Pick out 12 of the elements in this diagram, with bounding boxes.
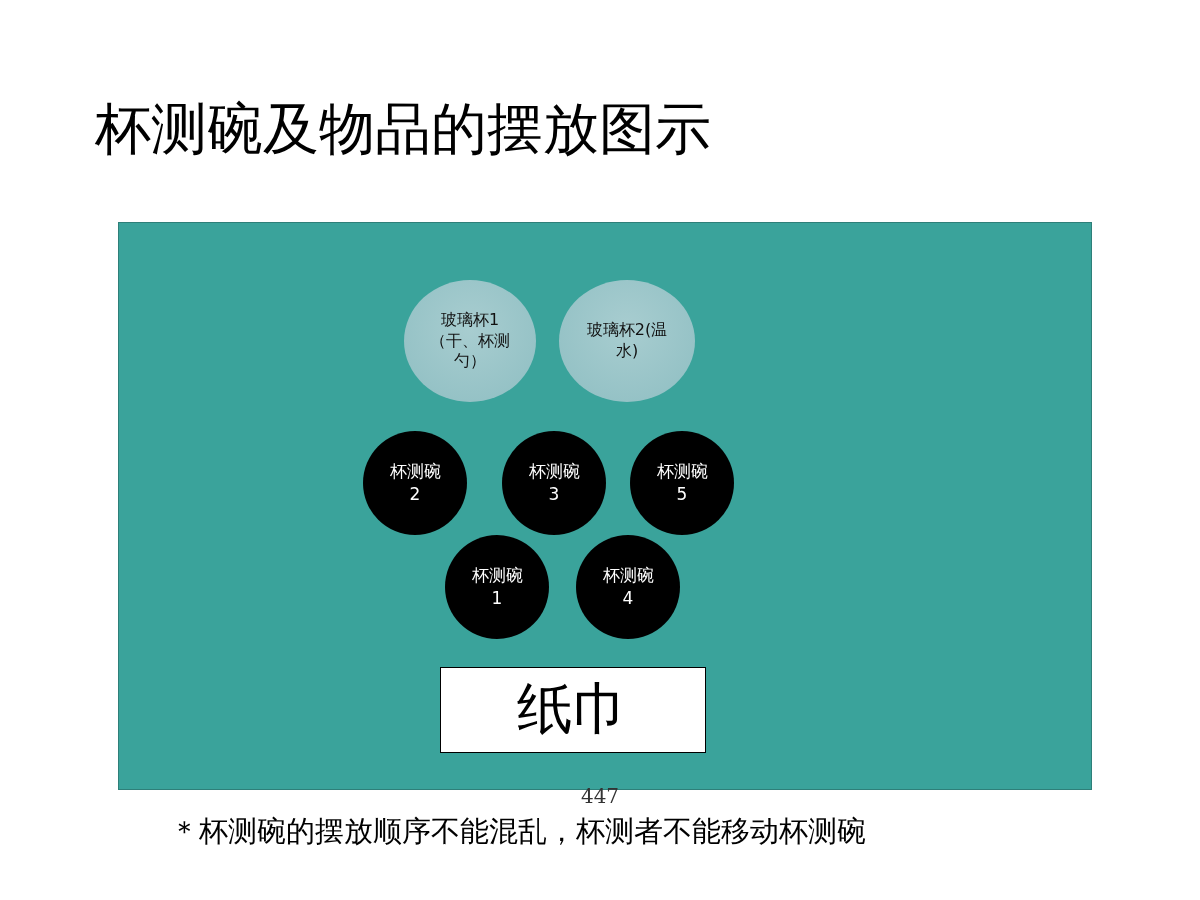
page-number: 447 [579, 784, 621, 808]
table-mat [118, 222, 1092, 790]
cupping-bowl-circle: 杯测碗2 [363, 431, 467, 535]
cupping-bowl-circle: 杯测碗5 [630, 431, 734, 535]
cupping-bowl-circle: 杯测碗1 [445, 535, 549, 639]
glass-circle: 玻璃杯2(温水) [559, 280, 695, 402]
glass-circle: 玻璃杯1（干、杯测勺） [404, 280, 536, 402]
footnote: ＊杯测碗的摆放顺序不能混乱，杯测者不能移动杯测碗 [170, 813, 866, 850]
slide-title: 杯测碗及物品的摆放图示 [95, 95, 711, 163]
napkin-box: 纸巾 [440, 667, 706, 753]
cupping-bowl-circle: 杯测碗4 [576, 535, 680, 639]
cupping-bowl-circle: 杯测碗3 [502, 431, 606, 535]
